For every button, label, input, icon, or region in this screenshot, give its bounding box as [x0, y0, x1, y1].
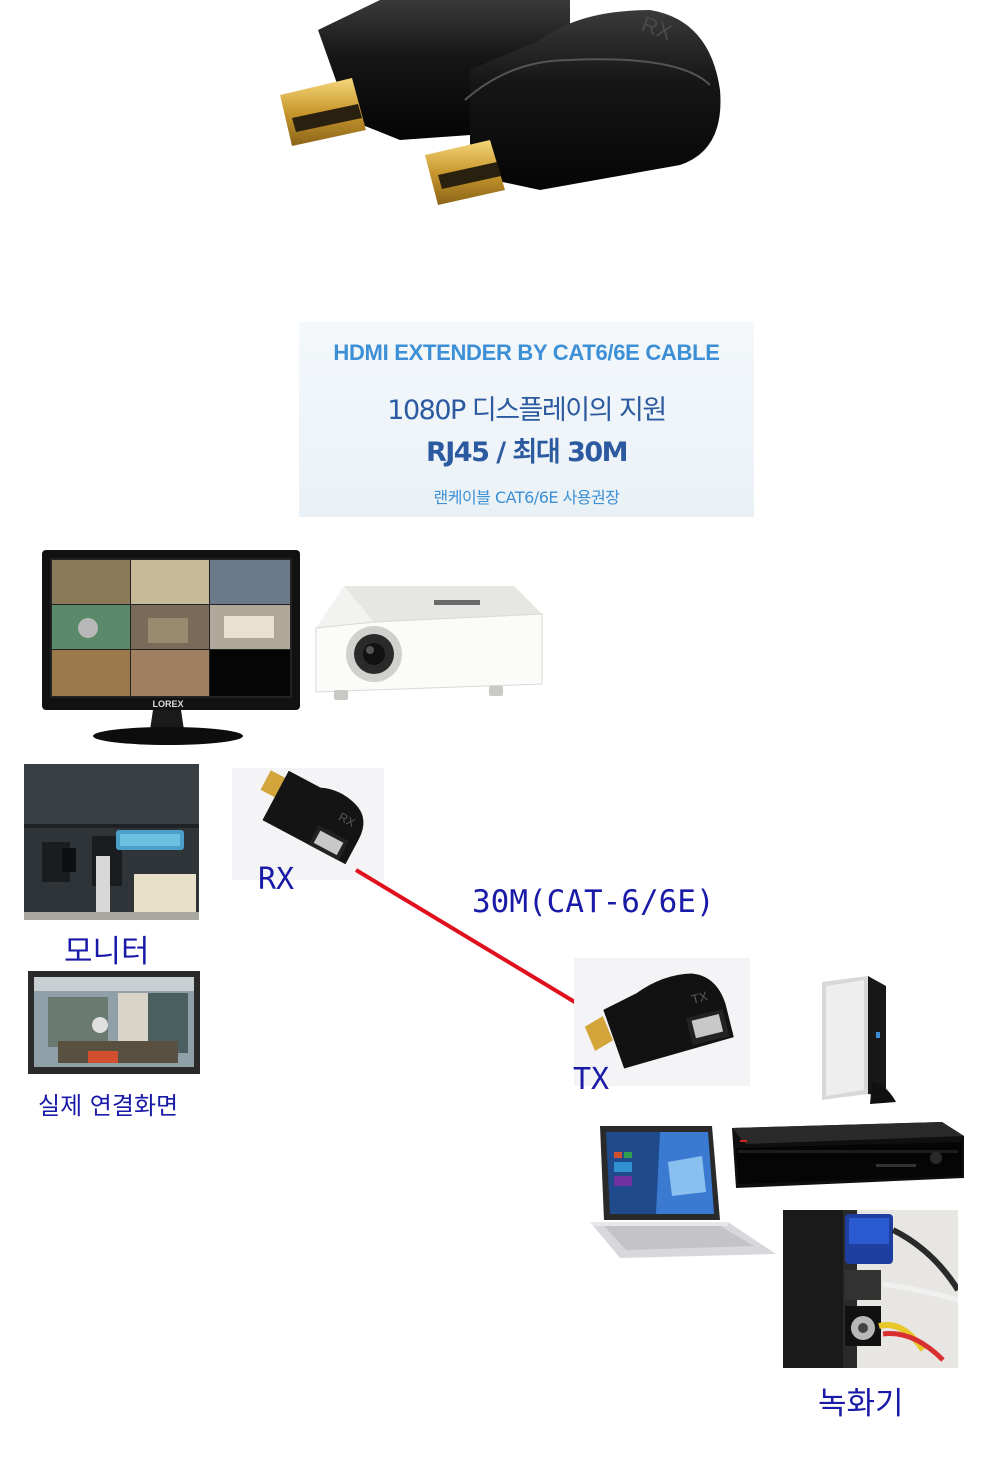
rx-adapter-text: RX — [336, 810, 357, 830]
dvr-recorder-icon: ▬ — [726, 1108, 966, 1206]
hdmi-adapter-icon: TX — [574, 958, 750, 1086]
monitor-back-photo — [24, 764, 199, 920]
cat6-cable-line — [350, 864, 592, 1016]
projector-icon — [304, 566, 550, 716]
banner-title: HDMI EXTENDER BY CAT6/6E CABLE — [333, 340, 720, 365]
monitor-label: 모니터 — [64, 934, 150, 970]
actual-connection-photo — [28, 971, 200, 1074]
banner-distance: RJ45 / 최대 30M — [425, 437, 629, 468]
recorder-back-photo — [783, 1210, 958, 1368]
banner-resolution: 1080P 디스플레이의 지원 — [387, 395, 667, 426]
dvr-logo-mark: ▬ — [740, 1137, 747, 1144]
banner-cable-recommendation: 랜케이블 CAT6/6E 사용권장 — [433, 488, 620, 507]
monitor-icon: LOREX — [28, 548, 306, 760]
tx-adapter-text: TX — [690, 988, 710, 1007]
hdmi-adapter-icon: RX — [232, 768, 384, 880]
spec-banner: HDMI EXTENDER BY CAT6/6E CABLE 1080P 디스플… — [299, 322, 754, 517]
rx-label: RX — [258, 862, 295, 897]
monitor-brand-text: LOREX — [152, 699, 183, 709]
recorder-label: 녹화기 — [818, 1386, 904, 1422]
cable-spec-label: 30M(CAT-6/6E) — [472, 884, 715, 920]
hdmi-adapter-pair-photo: RX — [240, 0, 760, 230]
tx-label: TX — [573, 1062, 610, 1097]
tower-pc-icon — [812, 972, 896, 1110]
actual-connection-label: 실제 연결화면 — [38, 1092, 179, 1120]
laptop-icon — [590, 1122, 776, 1262]
